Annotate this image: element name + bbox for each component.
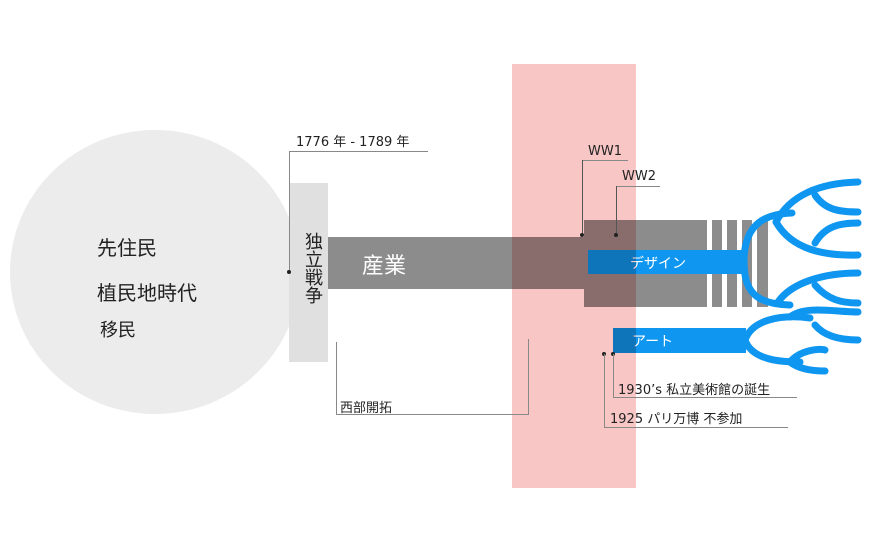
annotation-line [613,397,797,398]
branch [786,345,829,366]
industry-label: 産業 [362,254,407,279]
branch [774,269,862,306]
era-circle [10,130,300,414]
war-bar [289,183,328,362]
annotation-dot [614,233,618,237]
westward-label: 西部開拓 [340,401,393,416]
war-label: 独立戦争 [302,232,323,304]
annotation-line [289,151,428,152]
branch [740,258,794,309]
branch [811,191,862,216]
annotation-line [582,160,628,161]
annotation-dot [287,270,291,274]
branch [811,321,862,344]
annotation-line [613,354,614,397]
annotation-line [528,339,529,414]
branch [772,218,862,259]
branch [786,358,829,375]
event-1925: 1925 パリ万博 不参加 [610,412,743,427]
war-period: 1776 年 - 1789 年 [296,135,410,150]
annotation-line [616,186,660,187]
design-label: デザイン [630,256,686,272]
label-immigration: 移民 [100,320,136,341]
annotation-line [582,160,583,235]
event-1930s: 1930’s 私立美術館の誕生 [618,383,771,398]
art-label: アート [632,334,674,350]
branch [772,178,862,226]
annotation-dot [580,233,584,237]
label-indigenous: 先住民 [97,236,157,260]
annotation-line [289,151,290,272]
label-colonial-era: 植民地時代 [97,281,197,305]
annotation-line [604,354,605,427]
industry-stripe [757,220,768,307]
annotation-line [336,414,529,415]
branch [741,313,814,344]
annotation-line [616,186,617,235]
branch [811,219,862,247]
annotation-line [336,342,337,414]
ww1-label: WW1 [588,144,622,159]
highlight-band [512,64,636,488]
annotation-line [604,427,788,428]
branch [786,306,862,321]
ww2-label: WW2 [622,169,656,184]
branch [811,281,862,307]
